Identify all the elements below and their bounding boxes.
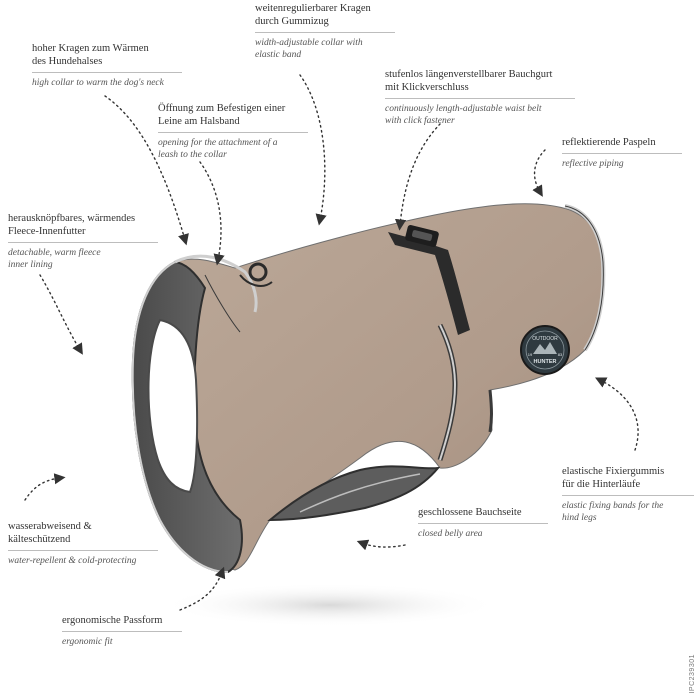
- badge-bottom-text: HUNTER: [534, 359, 557, 365]
- callout-fleece-de: herausknöpfbares, wärmendes Fleece-Innen…: [8, 213, 136, 237]
- dog-coat: [131, 203, 606, 574]
- callout-leash-opening: Öffnung zum Befestigen einer Leine am Ha…: [158, 102, 308, 161]
- callout-belly-de: geschlossene Bauchseite: [418, 507, 522, 518]
- callout-water-en: water-repellent & cold-protecting: [8, 556, 137, 566]
- callout-fleece: herausknöpfbares, wärmendes Fleece-Innen…: [8, 212, 158, 271]
- callout-belly-en: closed belly area: [418, 529, 483, 539]
- badge-left-text: 19: [528, 352, 533, 357]
- brand-badge: OUTDOOR HUNTER 19 83: [520, 325, 570, 375]
- callout-waist-belt-de: stufenlos längenverstellbarer Bauchgurt …: [385, 69, 553, 93]
- callout-leash-opening-de: Öffnung zum Befestigen einer Leine am Ha…: [158, 103, 286, 127]
- leader-leash: [199, 161, 225, 266]
- callout-divider: [385, 98, 575, 99]
- badge-right-text: 83: [558, 352, 563, 357]
- callout-divider: [158, 132, 308, 133]
- callout-waist-belt-en: continuously length-adjustable waist bel…: [385, 104, 542, 126]
- leader-width-collar: [299, 74, 327, 226]
- callout-water-de: wasserabweisend & kälteschützend: [8, 521, 92, 545]
- callout-divider: [8, 242, 158, 243]
- callout-divider: [418, 523, 548, 524]
- callout-belly: geschlossene Bauchseite closed belly are…: [418, 506, 548, 540]
- callout-divider: [8, 550, 158, 551]
- callout-reflective: reflektierende Paspeln reflective piping: [562, 136, 682, 170]
- callout-fixing-bands-en: elastic fixing bands for the hind legs: [562, 501, 664, 523]
- badge-top-text: OUTDOOR: [532, 336, 558, 342]
- callout-reflective-en: reflective piping: [562, 159, 624, 169]
- callout-fixing-bands: elastische Fixiergummis für die Hinterlä…: [562, 465, 694, 524]
- floor-shadow: [160, 583, 500, 627]
- callout-divider: [562, 495, 694, 496]
- callout-divider: [255, 32, 395, 33]
- callout-fit-de: ergonomische Passform: [62, 615, 163, 626]
- callout-high-collar: hoher Kragen zum Wärmen des Hundehalses …: [32, 42, 182, 89]
- leash-ring: [248, 262, 268, 282]
- callout-water: wasserabweisend & kälteschützend water-r…: [8, 520, 158, 567]
- callout-width-collar-en: width-adjustable collar with elastic ban…: [255, 38, 363, 60]
- leader-high-collar: [104, 95, 189, 246]
- callout-divider: [32, 72, 182, 73]
- leader-lines: [24, 74, 639, 611]
- leader-waist-belt: [394, 123, 441, 231]
- callout-divider: [62, 631, 182, 632]
- callout-reflective-de: reflektierende Paspeln: [562, 137, 656, 148]
- leader-water: [24, 473, 66, 501]
- callout-fit-en: ergonomic fit: [62, 637, 113, 647]
- collar: [174, 254, 258, 313]
- callout-width-collar-de: weitenregulierbarer Kragen durch Gummizu…: [255, 3, 371, 27]
- leader-fixing: [594, 377, 639, 451]
- leg-opening: [147, 318, 199, 494]
- callout-waist-belt: stufenlos längenverstellbarer Bauchgurt …: [385, 68, 575, 127]
- waist-belt-strap: [388, 225, 470, 335]
- leader-reflective: [532, 149, 546, 197]
- callout-width-collar: weitenregulierbarer Kragen durch Gummizu…: [255, 2, 395, 61]
- product-code: IPC239301: [689, 654, 696, 694]
- callout-fleece-en: detachable, warm fleece inner lining: [8, 248, 101, 270]
- leader-fit: [179, 566, 226, 611]
- callout-divider: [562, 153, 682, 154]
- leader-belly: [356, 539, 406, 551]
- callout-high-collar-de: hoher Kragen zum Wärmen des Hundehalses: [32, 43, 149, 67]
- callout-high-collar-en: high collar to warm the dog's neck: [32, 78, 164, 88]
- callout-fixing-bands-de: elastische Fixiergummis für die Hinterlä…: [562, 466, 665, 490]
- callout-fit: ergonomische Passform ergonomic fit: [62, 614, 182, 648]
- callout-leash-opening-en: opening for the attachment of a leash to…: [158, 138, 278, 160]
- leader-fleece: [39, 274, 83, 355]
